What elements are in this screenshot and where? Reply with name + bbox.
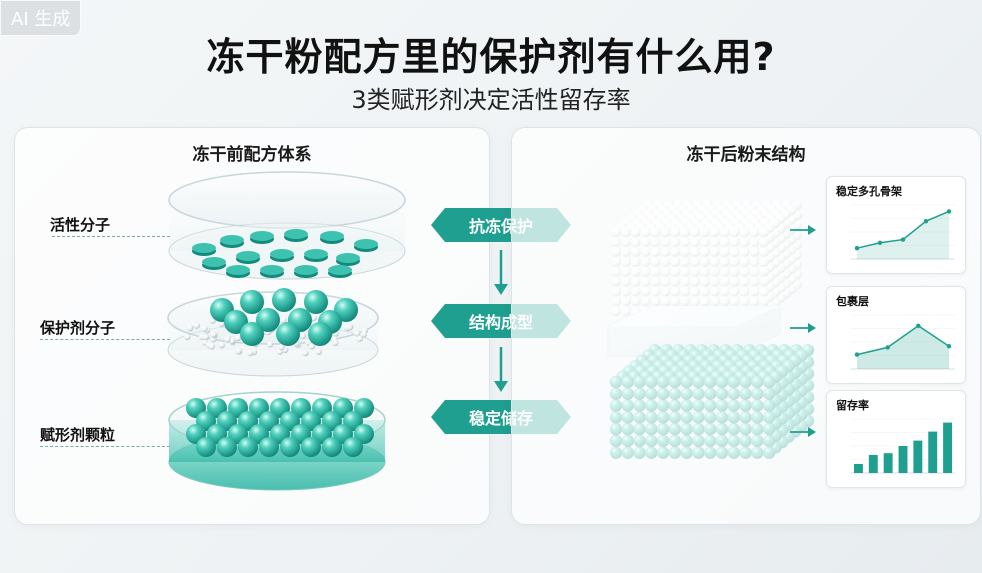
data-point [916,324,920,328]
bar [869,455,878,473]
arrow-to-skeleton-chart-icon [790,224,816,236]
label-excipient-particles: 赋形剂颗粒 [40,424,115,445]
bar [854,464,863,473]
label-line-active [52,236,170,237]
bar [913,441,922,473]
data-point [924,219,928,223]
step-arrow-2-icon [491,347,511,393]
chart-card-coating: 包裹层 [826,286,966,384]
label-protectant-molecules: 保护剂分子 [40,317,115,338]
data-point [901,237,905,241]
bar [884,453,893,473]
label-line-protectant [40,339,170,340]
left-panel-title: 冻干前配方体系 [15,140,489,165]
data-point [855,352,859,356]
bar [943,423,952,473]
data-point [885,345,889,349]
data-point [947,344,951,348]
data-point [947,209,951,213]
bar [928,432,937,473]
arrow-to-retention-chart-icon [790,426,816,438]
bar [899,446,908,473]
right-panel-title: 冻干后粉末结构 [512,140,980,165]
chart-card-skeleton: 稳定多孔骨架 [826,176,966,274]
label-line-excipient [40,446,170,447]
label-active-molecules: 活性分子 [50,214,110,235]
step-arrow-1-icon [491,250,511,296]
data-point [878,241,882,245]
area-chart-coating [827,287,965,383]
bar-chart-retention [827,391,965,487]
arrow-to-coating-chart-icon [790,322,816,334]
page-subtitle: 3类赋形剂决定活性留存率 [0,80,982,115]
chart-card-retention: 留存率 [826,390,966,488]
line-chart-skeleton [827,177,965,273]
data-point [855,246,859,250]
page-title: 冻干粉配方里的保护剂有什么用? [0,26,982,81]
series-area [857,326,949,369]
